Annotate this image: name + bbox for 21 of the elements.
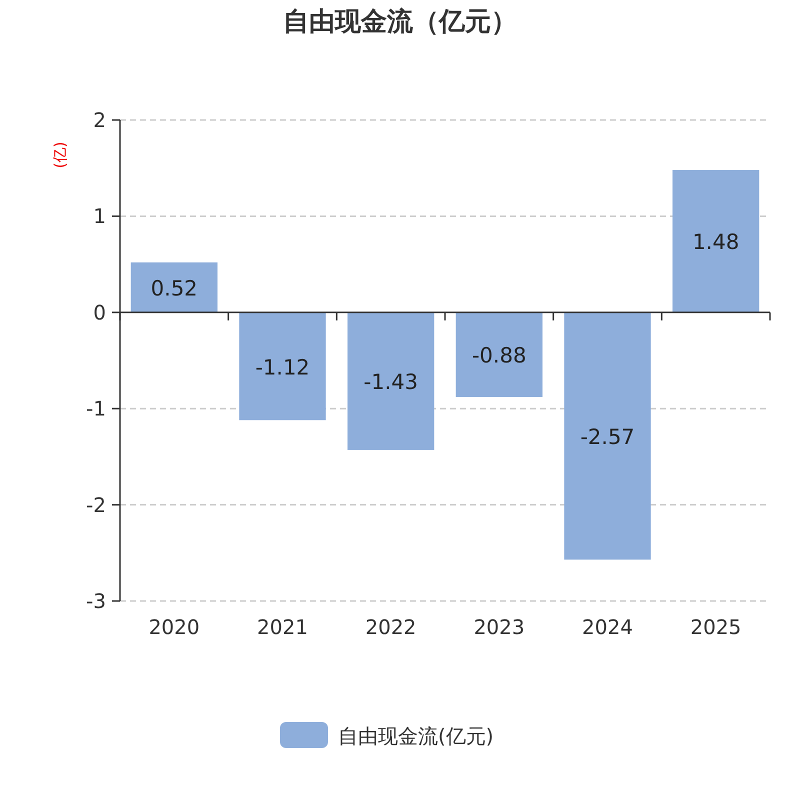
tick-label: -2 xyxy=(86,492,106,517)
category-label: 2022 xyxy=(365,615,416,639)
value-label: -1.43 xyxy=(364,370,418,394)
value-label: -2.57 xyxy=(580,425,635,450)
tick-label: 0 xyxy=(93,300,106,324)
tick-label: 2 xyxy=(93,108,106,132)
value-label: -1.12 xyxy=(255,355,310,380)
value-label: -0.88 xyxy=(472,344,526,368)
axis-title: (亿) xyxy=(51,142,69,168)
category-label: 2024 xyxy=(582,615,633,639)
category-label: 2020 xyxy=(148,615,200,639)
legend-label: 自由现金流(亿元) xyxy=(338,724,494,748)
category-label: 2023 xyxy=(474,615,525,639)
chart-title: 自由现金流（亿元） xyxy=(283,6,517,39)
value-label: 0.52 xyxy=(150,276,198,300)
value-label: 1.48 xyxy=(692,230,740,254)
category-label: 2025 xyxy=(690,615,742,639)
tick-label: -3 xyxy=(86,589,106,613)
tick-label: 1 xyxy=(93,204,106,228)
tick-label: -1 xyxy=(86,396,106,421)
category-label: 2021 xyxy=(257,615,308,639)
